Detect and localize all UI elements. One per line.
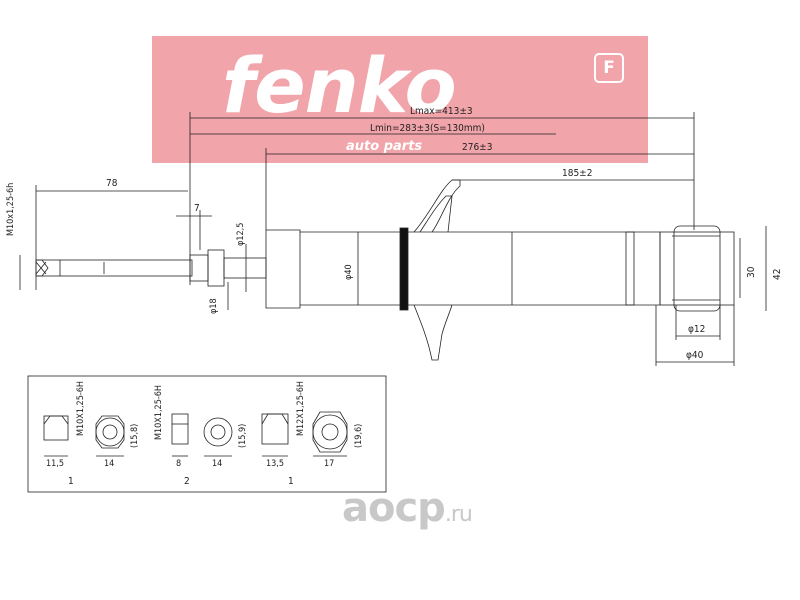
nut3-front <box>312 414 348 450</box>
piston-rod <box>35 259 193 277</box>
rod-offset-label: 7 <box>194 203 200 214</box>
watermark-suffix: .ru <box>444 502 473 527</box>
upper-collar <box>189 254 209 282</box>
bush-outer-label: φ40 <box>686 350 704 361</box>
brand-logo: fenko <box>222 41 457 130</box>
nut1-qty: 1 <box>68 476 74 487</box>
nut3-depth: (19,6) <box>354 423 364 448</box>
spring-seat-fill <box>419 195 453 233</box>
nut2-front <box>203 417 233 447</box>
rod-end-hex <box>36 259 49 277</box>
nut3-thread: M12X1,25-6H <box>296 380 306 436</box>
nut1-front <box>95 417 125 447</box>
nut2-side <box>171 413 189 445</box>
collar-washer <box>207 249 225 287</box>
collar-dia-label: φ18 <box>209 298 219 314</box>
nut2-thread: M10X1,25-6H <box>154 384 164 440</box>
body-end-band <box>625 231 635 306</box>
nut2-width: 8 <box>176 459 182 469</box>
brand-tagline: auto parts <box>346 139 423 154</box>
rod-guide <box>223 257 267 279</box>
lower-eye <box>659 231 735 306</box>
nut3-side <box>261 413 289 445</box>
watermark-name: aocp <box>342 485 446 531</box>
brand-badge-icon: F <box>594 53 624 83</box>
thread-spec-label: M10x1,25-6h <box>6 182 16 236</box>
body-dia-label: φ40 <box>344 264 354 280</box>
shock-body <box>265 229 661 309</box>
eye-total-label: 42 <box>772 268 783 280</box>
thread-length-label: 78 <box>106 178 118 189</box>
nut1-hex: 14 <box>104 459 115 469</box>
nut2-depth: (15,9) <box>238 423 248 448</box>
nut1-thread: M10X1,25-6H <box>76 380 86 436</box>
rod-dia-label: φ12,5 <box>236 222 246 246</box>
bush-inner-label: φ12 <box>688 324 706 335</box>
nut2-hex: 14 <box>212 459 223 469</box>
eye-height-label: 30 <box>746 266 757 278</box>
brand-banner <box>152 36 648 163</box>
lmin-label: Lmin=283±3(S=130mm) <box>370 123 485 134</box>
nut3-qty: 1 <box>288 476 294 487</box>
nut3-hex: 17 <box>324 459 335 469</box>
eye-bush <box>673 225 721 312</box>
spring-seat-lower <box>413 304 453 361</box>
spring-pad-ring <box>399 227 409 311</box>
watermark: aocp.ru <box>342 485 473 531</box>
lmax-label: Lmax=413±3 <box>410 106 473 117</box>
body-length-label: 276±3 <box>462 142 493 153</box>
nut1-width: 11,5 <box>46 459 65 469</box>
nut2-qty: 2 <box>184 476 190 487</box>
rod-to-seat-label: 185±2 <box>562 168 593 179</box>
spring-seat-upper <box>413 179 461 233</box>
nut-table-frame <box>27 375 387 493</box>
nut3-width: 13,5 <box>266 459 285 469</box>
nut1-depth: (15,8) <box>130 423 140 448</box>
